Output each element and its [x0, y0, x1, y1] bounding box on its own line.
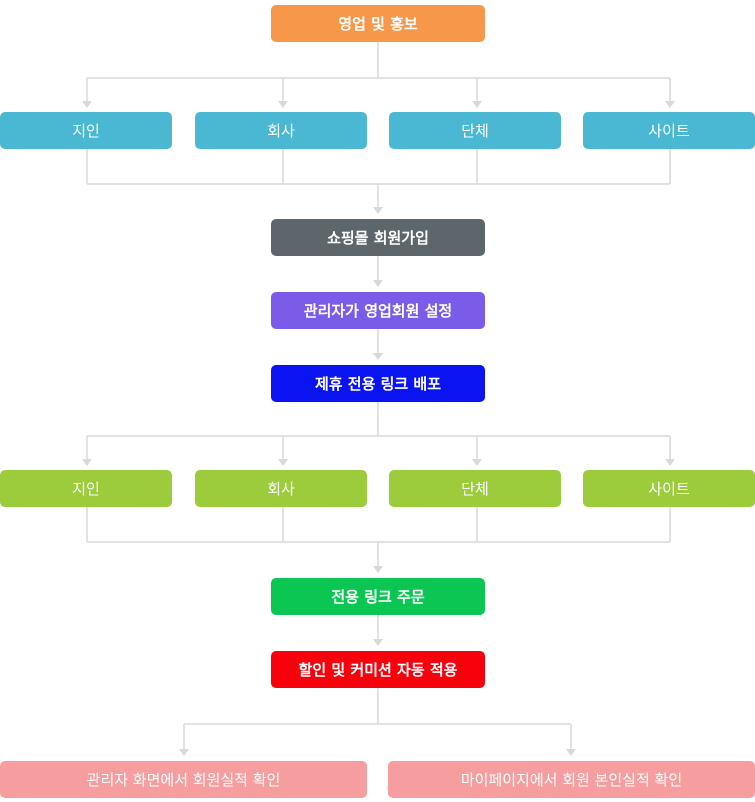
dedicated-link-order-box: 전용 링크 주문 — [271, 578, 485, 615]
channel2-site-box: 사이트 — [583, 470, 755, 507]
channel-company-box: 회사 — [195, 112, 367, 149]
affiliate-link-distribution-box: 제휴 전용 링크 배포 — [271, 365, 485, 402]
sales-promotion-box: 영업 및 홍보 — [271, 5, 485, 42]
mall-signup-box: 쇼핑몰 회원가입 — [271, 219, 485, 256]
channel2-company-box: 회사 — [195, 470, 367, 507]
channel2-group-box: 단체 — [389, 470, 561, 507]
admin-set-sales-member-box: 관리자가 영업회원 설정 — [271, 292, 485, 329]
discount-commission-box: 할인 및 커미션 자동 적용 — [271, 651, 485, 688]
channel2-acquaintance-box: 지인 — [0, 470, 172, 507]
channel-acquaintance-box: 지인 — [0, 112, 172, 149]
channel-site-box: 사이트 — [583, 112, 755, 149]
admin-performance-check-box: 관리자 화면에서 회원실적 확인 — [0, 761, 367, 798]
mypage-performance-check-box: 마이페이지에서 회원 본인실적 확인 — [388, 761, 755, 798]
channel-group-box: 단체 — [389, 112, 561, 149]
